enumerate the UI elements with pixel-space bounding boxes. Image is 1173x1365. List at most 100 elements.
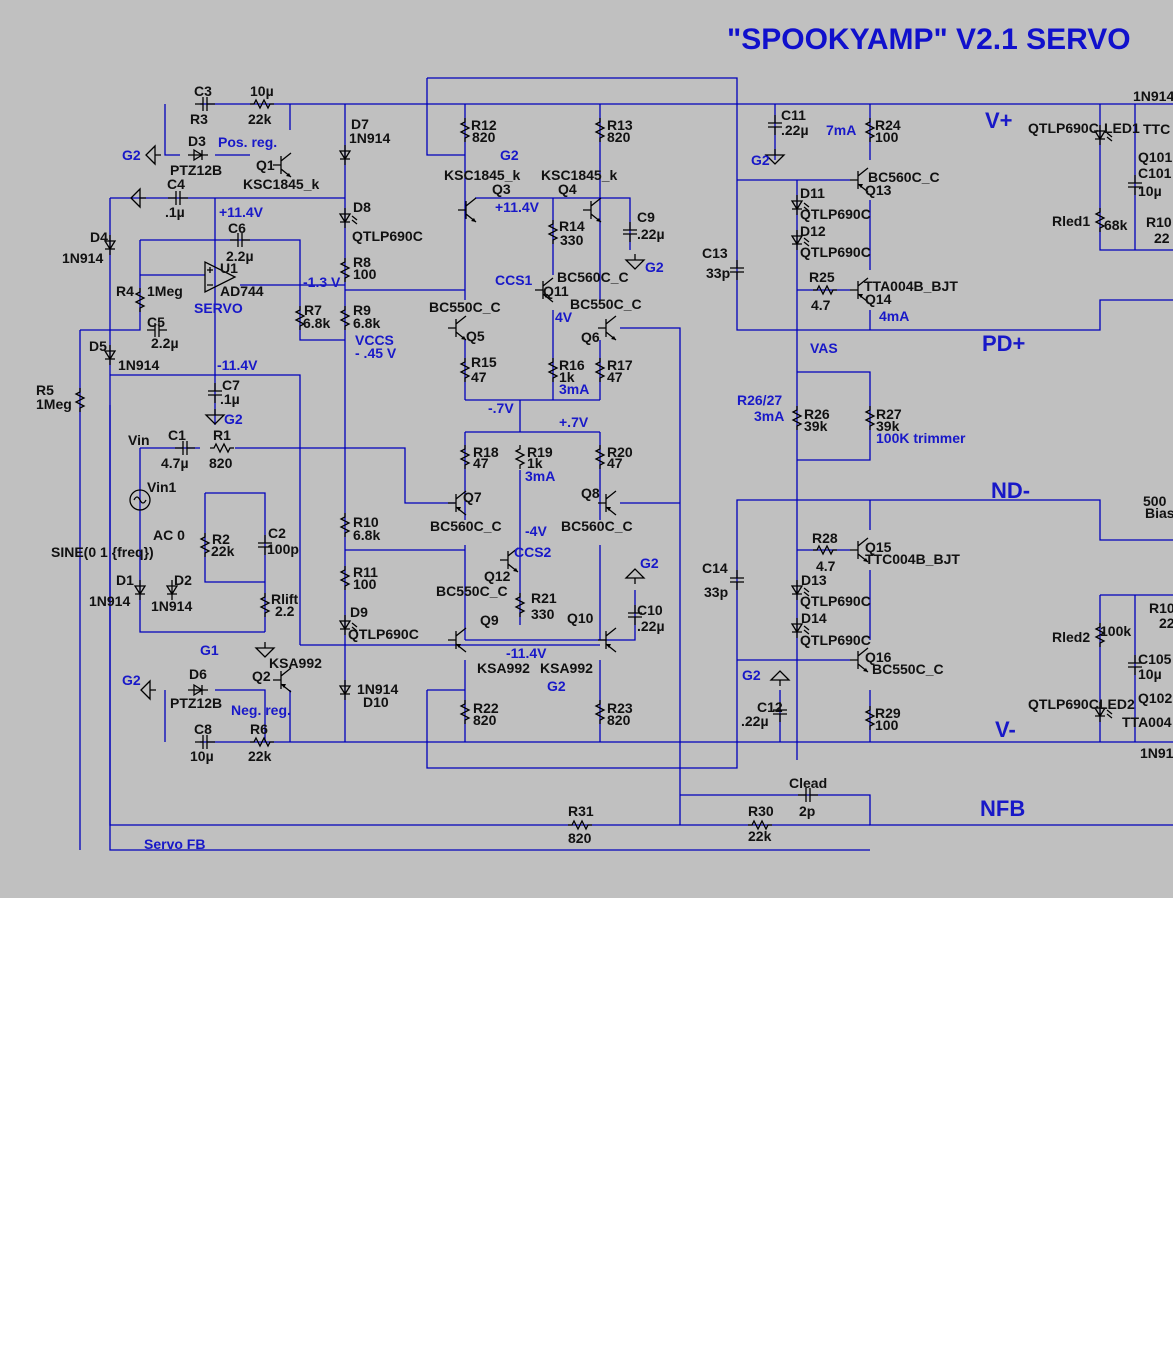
component-label: PTZ12B bbox=[170, 695, 222, 711]
component-label: C8 bbox=[194, 721, 212, 737]
component-label: R11 bbox=[353, 564, 378, 580]
component-label: U1 bbox=[220, 260, 238, 276]
source-symbol bbox=[129, 489, 151, 511]
component-label: D1 bbox=[116, 572, 134, 588]
component-label: R17 bbox=[607, 357, 633, 373]
component-label: R28 bbox=[812, 530, 838, 546]
component-label: BC560C_C bbox=[868, 169, 940, 185]
component-label: 4.7 bbox=[816, 558, 836, 574]
component-label: PTZ12B bbox=[170, 162, 222, 178]
component-label: Bias bbox=[1145, 505, 1173, 521]
net-label: Servo FB bbox=[144, 836, 205, 852]
component-label: 33p bbox=[706, 265, 730, 281]
component-label: 68k bbox=[1104, 217, 1128, 233]
component-label: 39k bbox=[804, 418, 828, 434]
component-label: D14 bbox=[801, 610, 827, 626]
component-label: QTLP690C bbox=[800, 632, 871, 648]
component-label: 22 bbox=[1154, 230, 1170, 246]
component-label: BC550C_C bbox=[570, 296, 642, 312]
component-label: TTC bbox=[1143, 121, 1170, 137]
component-label: R31 bbox=[568, 803, 594, 819]
component-label: BC550C_C bbox=[872, 661, 944, 677]
component-label: Q16 bbox=[865, 649, 892, 665]
component-label: 500 bbox=[1143, 493, 1167, 509]
component-label: Q11 bbox=[543, 283, 569, 299]
component-label: 4.7 bbox=[811, 297, 831, 313]
component-label: 6.8k bbox=[353, 527, 380, 543]
component-label: D6 bbox=[189, 666, 207, 682]
component-label: QTLP690C bbox=[352, 228, 423, 244]
net-label: G2 bbox=[547, 678, 566, 694]
component-label: Clead bbox=[789, 775, 827, 791]
component-label: 1N914 bbox=[357, 681, 398, 697]
component-label: 820 bbox=[607, 712, 631, 728]
component-label: Q4 bbox=[558, 181, 577, 197]
component-label: 100 bbox=[875, 717, 899, 733]
schematic-drawing: "SPOOKYAMP" V2.1 SERVO C310µR322kD3PTZ12… bbox=[36, 23, 1173, 852]
opamp-symbol bbox=[204, 260, 237, 294]
component-label: C9 bbox=[637, 209, 655, 225]
net-label: G2 bbox=[640, 555, 659, 571]
component-label: LED2 bbox=[1099, 696, 1135, 712]
component-label: LED1 bbox=[1104, 120, 1140, 136]
component-label: 33p bbox=[704, 584, 728, 600]
component-label: .22µ bbox=[741, 713, 769, 729]
component-label: Q101 bbox=[1138, 149, 1172, 165]
rail-label: ND- bbox=[991, 478, 1030, 503]
component-label: 100 bbox=[353, 266, 377, 282]
component-label: D12 bbox=[800, 223, 826, 239]
component-label: R24 bbox=[875, 117, 901, 133]
component-label: Q8 bbox=[581, 485, 600, 501]
component-label: R7 bbox=[304, 302, 322, 318]
component-label: 22k bbox=[211, 543, 235, 559]
component-label: R10 bbox=[1149, 600, 1173, 616]
component-label: Q1 bbox=[256, 157, 275, 173]
component-label: .1µ bbox=[220, 391, 240, 407]
component-label: BC550C_C bbox=[429, 299, 501, 315]
component-label: 10µ bbox=[1138, 183, 1162, 199]
component-label: 22k bbox=[748, 828, 772, 844]
net-label: Pos. reg. bbox=[218, 134, 277, 150]
net-label: G2 bbox=[742, 667, 761, 683]
component-label: R16 bbox=[559, 357, 585, 373]
net-label: -11.4V bbox=[506, 645, 547, 661]
component-label: 47 bbox=[607, 369, 623, 385]
component-label: R3 bbox=[190, 111, 208, 127]
component-label: R23 bbox=[607, 700, 633, 716]
component-label: R15 bbox=[471, 354, 497, 370]
net-label: -.7V bbox=[488, 400, 514, 416]
component-label: D3 bbox=[188, 133, 206, 149]
component-label: R6 bbox=[250, 721, 268, 737]
component-label: 6.8k bbox=[303, 315, 330, 331]
component-label: R5 bbox=[36, 382, 54, 398]
component-label: Q10 bbox=[567, 610, 594, 626]
component-label: R19 bbox=[527, 444, 553, 460]
component-label: 100k bbox=[1100, 623, 1131, 639]
net-label: -1.3 V bbox=[303, 274, 341, 290]
component-label: D11 bbox=[800, 185, 825, 201]
net-label: +11.4V bbox=[495, 199, 540, 215]
net-label: 3mA bbox=[754, 408, 784, 424]
component-label: AC 0 bbox=[153, 527, 185, 543]
component-label: BC560C_C bbox=[430, 518, 502, 534]
component-label: C5 bbox=[147, 314, 165, 330]
component-label: 6.8k bbox=[353, 315, 380, 331]
rail-label: V- bbox=[995, 717, 1016, 742]
component-label: 47 bbox=[607, 455, 623, 471]
component-label: C7 bbox=[222, 377, 240, 393]
component-label: Q6 bbox=[581, 329, 600, 345]
component-label: .1µ bbox=[165, 204, 185, 220]
component-label: KSC1845_k bbox=[541, 167, 617, 183]
component-label: R27 bbox=[876, 406, 902, 422]
component-label: R4 bbox=[116, 283, 134, 299]
component-label: BC550C_C bbox=[436, 583, 508, 599]
component-label: R8 bbox=[353, 254, 371, 270]
rail-label: NFB bbox=[980, 796, 1025, 821]
component-label: 2.2µ bbox=[226, 248, 254, 264]
component-label: 1N914 bbox=[1133, 88, 1173, 104]
component-label: BC560C_C bbox=[561, 518, 633, 534]
component-label: 1N914 bbox=[151, 598, 192, 614]
component-label: R25 bbox=[809, 269, 835, 285]
component-label: 100p bbox=[267, 541, 299, 557]
component-label: C4 bbox=[167, 176, 185, 192]
